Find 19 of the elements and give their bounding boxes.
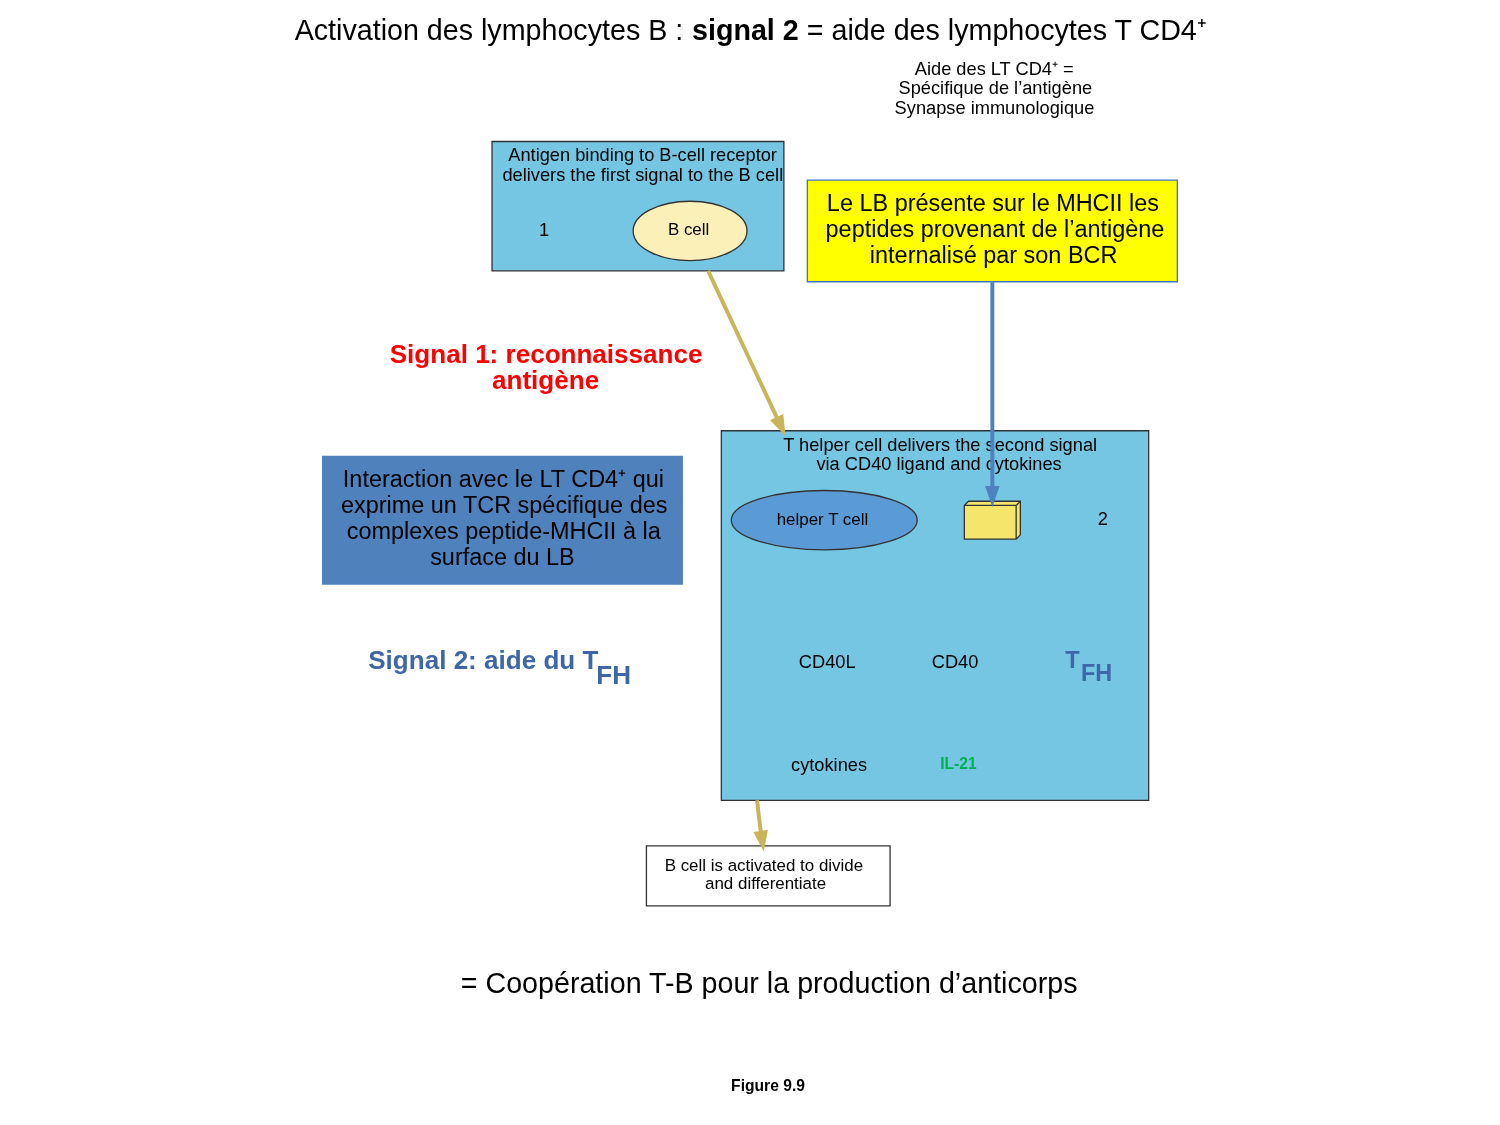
caption: = Coopération T-B pour la production d’anticorps xyxy=(460,966,1078,999)
arrow xyxy=(753,800,768,852)
label: CD40L xyxy=(798,651,856,673)
node-box: Interaction avec le LT CD4⁺ qui exprime un TCR spécifique des complexes peptide-MHCII à la surface du LB xyxy=(322,455,683,585)
label: 1 xyxy=(538,218,550,240)
label: CD40 xyxy=(931,651,979,673)
label: Figure 9.9 xyxy=(731,1076,805,1094)
arrow xyxy=(706,270,786,437)
label: Signal 1: reconnaissance antigène xyxy=(389,338,703,395)
node-ellipse: helper T cell xyxy=(730,489,918,551)
label: cytokines xyxy=(791,754,868,776)
node-box: Le LB présente sur le MHCII les peptides provenant de l’antigène internalisé par son BCR xyxy=(806,179,1178,283)
label: 2 xyxy=(1097,507,1109,529)
node-ellipse: B cell xyxy=(632,200,748,262)
label: IL-21 xyxy=(940,755,977,773)
label: Aide des LT CD4⁺ = Spécifique de l’antigène Synapse immunologique xyxy=(894,57,1095,118)
node-box: B cell is activated to divide and differentiate xyxy=(645,845,891,907)
arrow xyxy=(985,282,1000,507)
diagram-title: Activation des lymphocytes B : signal 2 = aide des lymphocytes T CD4⁺ xyxy=(294,14,1207,47)
